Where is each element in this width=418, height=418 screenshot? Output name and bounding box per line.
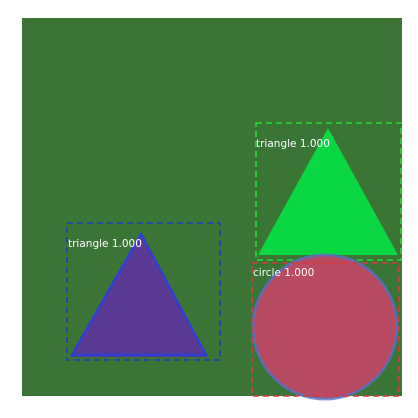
bounding-box-3 (251, 262, 400, 397)
triangle-mask-outline-1 (69, 231, 209, 357)
circle-mask-outline-3 (251, 253, 399, 401)
detection-circle-3: circle 1.000 (251, 253, 400, 401)
triangle-shape-1 (70, 232, 208, 357)
detection-label-3: circle 1.000 (253, 267, 314, 279)
detection-label-2: triangle 1.000 (256, 138, 330, 150)
triangle-shape-2 (258, 128, 398, 255)
detection-label-1: triangle 1.000 (68, 238, 142, 250)
circle-shape-3 (253, 255, 397, 399)
bounding-box-1 (66, 222, 221, 361)
detection-triangle-1: triangle 1.000 (66, 222, 221, 361)
